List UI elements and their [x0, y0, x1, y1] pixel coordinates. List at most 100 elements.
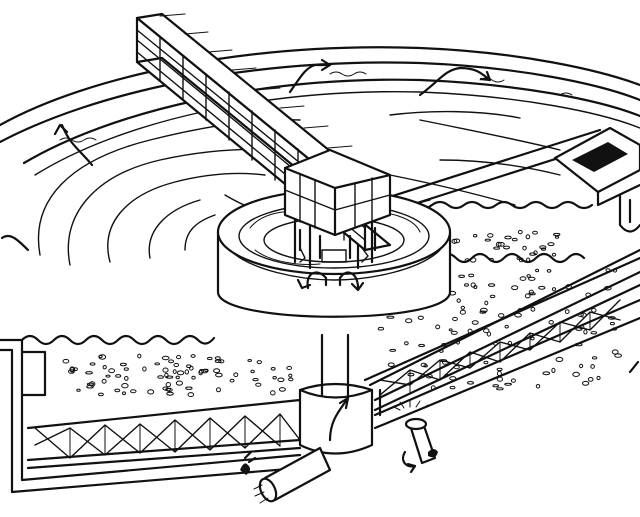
sludge-particle: [185, 386, 193, 390]
sludge-particle: [190, 354, 196, 358]
sludge-particle: [449, 376, 457, 381]
sludge-particle: [464, 283, 469, 287]
flow-arrow-icon: [418, 66, 492, 97]
sludge-particle: [115, 374, 122, 378]
sludge-particle: [555, 356, 564, 363]
sludge-particle: [176, 355, 182, 360]
sludge-particle: [468, 273, 475, 278]
sludge-particle: [175, 380, 183, 386]
sludge-particle: [492, 384, 500, 388]
water-line: [20, 200, 594, 346]
sludge-particle: [272, 376, 277, 380]
sludge-particle: [452, 316, 458, 322]
sludge-particle: [161, 355, 170, 361]
sludge-particle: [213, 368, 221, 374]
sludge-particle: [69, 366, 75, 372]
sludge-particle: [98, 392, 104, 397]
sludge-particle: [448, 328, 453, 332]
sludge-particle: [535, 268, 540, 273]
sludge-particle: [184, 369, 190, 375]
sludge-particle: [218, 359, 225, 364]
sludge-particle: [579, 363, 584, 369]
sludge-particle: [286, 365, 293, 371]
sludge-particle: [528, 289, 534, 295]
sludge-particle: [277, 377, 285, 383]
sludge-particle: [165, 382, 172, 388]
sludge-particle: [495, 241, 502, 247]
sludge-particle: [587, 377, 594, 382]
sludge-particle: [483, 360, 489, 365]
sludge-particle: [504, 382, 513, 386]
sludge-particle: [503, 245, 510, 250]
sludge-particle: [256, 360, 262, 365]
sludge-particle: [496, 387, 504, 391]
sludge-particle: [166, 391, 174, 396]
sludge-particle: [464, 258, 470, 263]
sludge-particle: [530, 336, 535, 341]
sludge-particle: [407, 372, 415, 377]
sludge-particle: [449, 385, 456, 390]
sludge-particle: [528, 276, 536, 281]
sludge-particle: [551, 287, 557, 292]
sludge-particle: [497, 242, 505, 247]
sludge-particle: [488, 283, 496, 287]
sludge-outlet-pipe-icon: [393, 360, 640, 474]
sludge-particle: [191, 375, 196, 380]
sludge-particle: [458, 274, 466, 278]
sludge-particle: [535, 384, 541, 389]
sludge-particle: [186, 364, 192, 369]
sludge-particle: [564, 309, 570, 315]
sludge-particle: [551, 367, 556, 373]
sludge-particle: [528, 292, 536, 296]
sludge-particle: [583, 329, 588, 335]
tank-section: [0, 256, 640, 494]
sludge-particle: [489, 294, 496, 299]
sludge-particle: [288, 373, 293, 378]
sludge-particle: [470, 282, 476, 288]
sludge-particle: [456, 298, 461, 303]
sludge-particle: [255, 382, 262, 387]
sludge-particle: [473, 234, 478, 238]
sludge-particle: [590, 364, 595, 369]
sludge-particle: [389, 348, 397, 352]
sludge-particle: [124, 376, 129, 381]
sludge-particle: [147, 389, 155, 395]
sludge-particle: [554, 235, 560, 239]
sludge-particle: [173, 362, 180, 368]
sludge-particle: [162, 367, 169, 373]
sludge-particle: [471, 320, 479, 325]
sludge-particle: [105, 374, 111, 378]
sludge-particle: [542, 371, 551, 376]
sludge-particle: [405, 318, 413, 324]
sludge-scraper-truss-icon: [368, 248, 640, 412]
sludge-particle: [175, 375, 180, 380]
sludge-particle: [493, 246, 501, 250]
sludge-particle: [214, 356, 221, 360]
sludge-particle: [154, 362, 160, 366]
sludge-particle: [547, 242, 555, 247]
sludge-particle: [216, 387, 221, 393]
flow-arrow-icon: [288, 63, 332, 94]
sludge-particle: [89, 362, 96, 366]
sludge-particle: [591, 307, 597, 313]
sludge-particle: [504, 235, 512, 240]
sludge-particle: [483, 328, 490, 334]
sludge-particle: [270, 367, 276, 371]
sludge-particle: [122, 391, 126, 396]
sludge-particle: [215, 372, 223, 378]
sludge-particle: [496, 367, 503, 372]
sludge-particle: [386, 315, 395, 319]
sludge-particle: [607, 316, 616, 320]
sludge-particle: [498, 313, 505, 318]
sludge-particle: [404, 341, 409, 346]
sludge-particle: [487, 233, 494, 238]
sludge-particle: [484, 300, 489, 306]
sludge-particle: [484, 238, 491, 242]
sludge-particle: [157, 375, 164, 379]
sludge-particle: [529, 252, 536, 256]
sludge-particle: [85, 371, 93, 375]
sludge-particle: [102, 365, 107, 370]
sludge-particle: [546, 269, 552, 273]
sludge-particle: [229, 378, 235, 383]
